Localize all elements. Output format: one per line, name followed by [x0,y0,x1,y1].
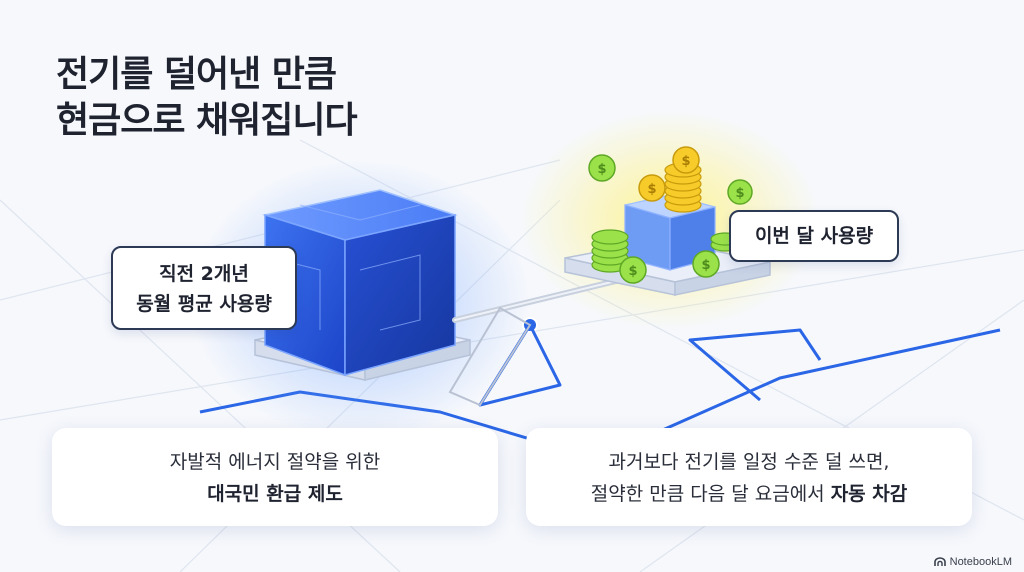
svg-text:$: $ [681,154,690,169]
title-line-1: 전기를 덜어낸 만큼 [56,54,337,95]
svg-text:$: $ [735,186,744,201]
refund-card-line-2: 대국민 환급 제도 [207,483,343,505]
svg-text:$: $ [628,264,637,279]
dollar-coin-icon: $ $ $ $ $ $ [588,146,753,284]
seesaw [448,277,623,407]
refund-card-line-1: 자발적 에너지 절약을 위한 [169,451,381,473]
svg-text:$: $ [701,258,710,273]
current-usage-label: 이번 달 사용량 [729,210,899,262]
previous-usage-label: 직전 2개년 동월 평균 사용량 [111,246,297,330]
deduction-card-emphasis: 자동 차감 [830,483,908,505]
notebooklm-logo-icon [933,557,946,566]
auto-deduction-card: 과거보다 전기를 일정 수준 덜 쓰면, 절약한 만큼 다음 달 요금에서 자동… [526,428,972,526]
svg-text:$: $ [597,162,606,177]
previous-usage-line-1: 직전 2개년 [159,263,249,285]
deduction-card-line-2: 절약한 만큼 다음 달 요금에서 [590,483,831,505]
brand-watermark: NotebookLM [933,556,1012,568]
previous-usage-line-2: 동월 평균 사용량 [136,293,272,315]
brand-name: NotebookLM [949,556,1012,568]
svg-text:$: $ [647,182,656,197]
page-title: 전기를 덜어낸 만큼 현금으로 채워집니다 [56,52,358,144]
refund-program-card: 자발적 에너지 절약을 위한 대국민 환급 제도 [52,428,498,526]
title-line-2: 현금으로 채워집니다 [56,100,358,141]
deduction-card-line-1: 과거보다 전기를 일정 수준 덜 쓰면, [608,451,890,473]
